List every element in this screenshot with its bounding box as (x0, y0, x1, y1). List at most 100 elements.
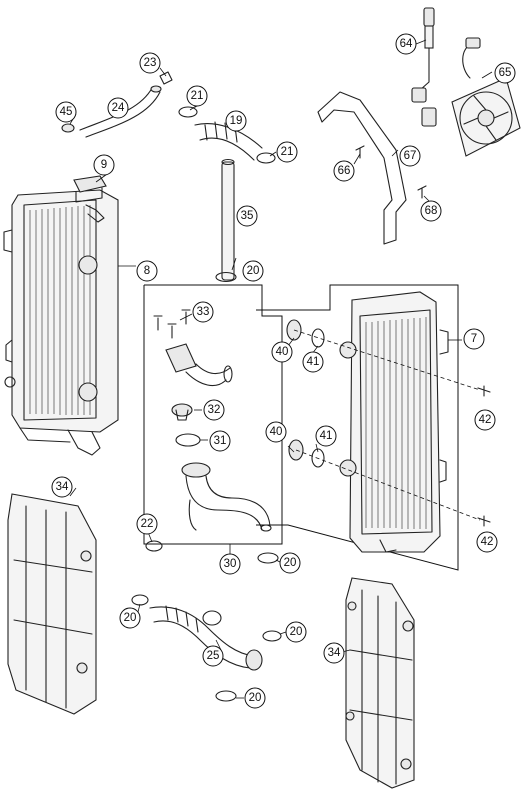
callout-45: 45 (55, 101, 77, 123)
spoiler-34-left (7, 493, 97, 715)
svg-text:67: 67 (404, 150, 417, 162)
callout-33: 33 (192, 301, 214, 323)
screw-66 (355, 145, 365, 159)
callout-35: 35 (236, 205, 258, 227)
hose-clamp-20-d (215, 690, 237, 702)
svg-text:42: 42 (479, 414, 492, 426)
radiator-fan-65 (451, 37, 521, 157)
svg-text:19: 19 (230, 115, 243, 127)
callout-32: 32 (203, 399, 225, 421)
washer-41-lower (311, 448, 325, 468)
callout-66: 66 (333, 160, 355, 182)
callout-20-a: 20 (119, 607, 141, 629)
callout-21-left: 21 (186, 85, 208, 107)
callout-7: 7 (463, 328, 485, 350)
screw-42-upper (477, 385, 491, 397)
svg-text:34: 34 (56, 481, 69, 493)
svg-text:66: 66 (338, 165, 351, 177)
svg-text:32: 32 (208, 404, 221, 416)
svg-text:20: 20 (290, 626, 303, 638)
svg-text:20: 20 (284, 557, 297, 569)
callout-42-upper: 42 (474, 409, 496, 431)
washer-41-upper (311, 328, 325, 348)
left-radiator (3, 189, 119, 456)
svg-text:30: 30 (224, 558, 237, 570)
callout-9: 9 (93, 154, 115, 176)
callout-20-top: 20 (242, 260, 264, 282)
plug-45 (61, 123, 75, 133)
hose-clamp-20-b (257, 552, 279, 564)
screw-42-lower (477, 515, 491, 527)
hose-clamp-20-c (262, 630, 282, 642)
callout-30: 30 (219, 553, 241, 575)
hose-clamp-21-right (256, 152, 276, 164)
screws-33 (153, 309, 191, 339)
svg-text:41: 41 (320, 430, 333, 442)
callout-24: 24 (107, 97, 129, 119)
callout-41-upper: 41 (302, 351, 324, 373)
svg-text:42: 42 (481, 536, 494, 548)
svg-text:34: 34 (328, 647, 341, 659)
callout-42-lower: 42 (476, 531, 498, 553)
svg-text:21: 21 (191, 90, 204, 102)
sensor-64 (411, 7, 437, 127)
assembly-dashed-lines (293, 329, 481, 521)
callout-19: 19 (225, 110, 247, 132)
callout-34-right: 34 (323, 642, 345, 664)
svg-text:20: 20 (124, 612, 137, 624)
svg-text:21: 21 (281, 146, 294, 158)
hose-24 (79, 85, 162, 138)
svg-text:24: 24 (112, 102, 125, 114)
svg-text:9: 9 (101, 159, 107, 171)
svg-text:7: 7 (471, 333, 477, 345)
callout-40-upper: 40 (271, 341, 293, 363)
svg-text:22: 22 (141, 518, 154, 530)
svg-text:25: 25 (207, 650, 220, 662)
hose-clamp-22 (145, 540, 163, 552)
callout-41-lower: 41 (315, 425, 337, 447)
callout-65: 65 (494, 62, 516, 84)
callout-22: 22 (136, 513, 158, 535)
hose-assembly-30 (181, 462, 272, 532)
callout-68: 68 (420, 200, 442, 222)
callout-20-d: 20 (244, 687, 266, 709)
svg-text:45: 45 (60, 106, 73, 118)
svg-text:40: 40 (270, 426, 283, 438)
svg-text:40: 40 (276, 346, 289, 358)
svg-text:8: 8 (144, 265, 150, 277)
svg-text:20: 20 (249, 692, 262, 704)
o-ring-31 (175, 433, 201, 447)
callout-25: 25 (202, 645, 224, 667)
svg-text:41: 41 (307, 356, 320, 368)
radiator-cap (73, 175, 107, 223)
spoiler-34-right (345, 577, 415, 789)
svg-text:20: 20 (247, 265, 260, 277)
connecting-hose-19 (194, 121, 263, 161)
hose-clamp-23 (159, 71, 173, 85)
hose-clamp-20-top (215, 271, 237, 283)
thermostat-housing (165, 343, 233, 387)
svg-text:33: 33 (197, 306, 210, 318)
callout-40-lower: 40 (265, 421, 287, 443)
screw-68 (417, 185, 427, 199)
svg-text:65: 65 (499, 67, 512, 79)
callout-20-c: 20 (285, 621, 307, 643)
thermostat-32 (171, 403, 193, 421)
svg-text:68: 68 (425, 205, 438, 217)
callout-64: 64 (395, 33, 417, 55)
svg-text:23: 23 (144, 57, 157, 69)
svg-text:31: 31 (214, 435, 227, 447)
svg-text:35: 35 (241, 210, 254, 222)
svg-text:64: 64 (400, 38, 413, 50)
callout-20-b: 20 (279, 552, 301, 574)
lower-hose-25 (149, 605, 263, 671)
right-radiator (339, 291, 449, 553)
callout-23: 23 (139, 52, 161, 74)
tube-35 (221, 158, 235, 281)
assembly-frame-7 (256, 284, 459, 571)
bracket-67 (317, 91, 407, 245)
callout-8: 8 (136, 260, 158, 282)
callout-67: 67 (399, 145, 421, 167)
callout-21-right: 21 (276, 141, 298, 163)
